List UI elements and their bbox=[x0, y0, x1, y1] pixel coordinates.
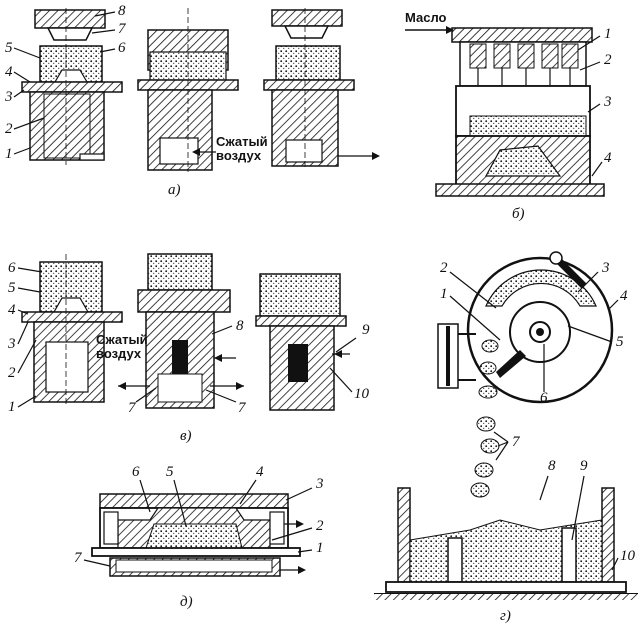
panel-v-air-label-line1: Сжатый bbox=[96, 332, 148, 347]
panel-v-machine-3 bbox=[255, 273, 350, 411]
panel-b-label-4: 4 bbox=[604, 150, 612, 166]
panel-d-label-4: 4 bbox=[256, 464, 264, 480]
panel-v-label-3: 3 bbox=[7, 336, 16, 352]
panel-a-label-7: 7 bbox=[118, 21, 127, 37]
panel-g-label-5: 5 bbox=[616, 334, 624, 350]
panel-a-label-1: 1 bbox=[5, 146, 13, 162]
panel-g-label-7: 7 bbox=[512, 434, 521, 450]
panel-d-label-1: 1 bbox=[316, 540, 324, 556]
panel-b: Масло 1 2 3 4 б) bbox=[405, 10, 612, 222]
panel-v-machine-1 bbox=[21, 254, 123, 404]
panel-v-label-7b: 7 bbox=[238, 400, 247, 416]
panel-a-machine-1 bbox=[21, 8, 123, 165]
panel-v-label-8: 8 bbox=[236, 318, 244, 334]
panel-v-label-5: 5 bbox=[8, 280, 16, 296]
panel-a-machine-2 bbox=[137, 8, 239, 172]
panel-g-label-3: 3 bbox=[601, 260, 610, 276]
panel-v: 6 5 4 3 2 1 Сжатый воздух 8 7 7 9 10 в) bbox=[7, 253, 370, 444]
panel-a-caption: а) bbox=[168, 182, 181, 198]
panel-g-label-6: 6 bbox=[540, 390, 548, 406]
panel-b-label-3: 3 bbox=[603, 94, 612, 110]
panel-a-air-label-line1: Сжатый bbox=[216, 134, 268, 149]
panel-d-label-5: 5 bbox=[166, 464, 174, 480]
panel-d-label-7: 7 bbox=[74, 550, 83, 566]
panel-v-label-4: 4 bbox=[8, 302, 16, 318]
panel-a-air-label-line2: воздух bbox=[216, 148, 262, 163]
panel-a-label-8: 8 bbox=[118, 3, 126, 19]
arrow-right-icon bbox=[298, 566, 306, 574]
panel-a-label-2: 2 bbox=[5, 121, 13, 137]
panel-g-label-1: 1 bbox=[440, 286, 448, 302]
panel-b-label-2: 2 bbox=[604, 52, 612, 68]
panel-d-label-3: 3 bbox=[315, 476, 324, 492]
panel-g-label-4: 4 bbox=[620, 288, 628, 304]
panel-a: 8 7 6 5 4 3 2 1 Сжатый воздух а) bbox=[4, 3, 380, 198]
panel-v-label-1: 1 bbox=[8, 399, 16, 415]
panel-v-label-7a: 7 bbox=[128, 400, 137, 416]
panel-g-label-9: 9 bbox=[580, 458, 588, 474]
panel-v-label-9: 9 bbox=[362, 322, 370, 338]
panel-a-label-6: 6 bbox=[118, 40, 126, 56]
panel-g-label-2: 2 bbox=[440, 260, 448, 276]
panel-g-label-8: 8 bbox=[548, 458, 556, 474]
panel-v-air-label-line2: воздух bbox=[96, 346, 142, 361]
panel-a-machine-3 bbox=[263, 8, 380, 170]
panel-b-oil-label: Масло bbox=[405, 10, 447, 25]
panel-a-label-5: 5 bbox=[5, 40, 13, 56]
panel-b-caption: б) bbox=[512, 206, 525, 222]
panel-g-flask bbox=[374, 487, 638, 600]
panel-g-caption: г) bbox=[500, 608, 511, 624]
panel-v-label-10: 10 bbox=[354, 386, 370, 402]
panel-v-caption: в) bbox=[180, 428, 192, 444]
panel-v-label-2: 2 bbox=[8, 365, 16, 381]
arrow-left-icon bbox=[192, 148, 200, 156]
panel-a-label-3: 3 bbox=[4, 89, 13, 105]
arrow-right-icon bbox=[446, 26, 454, 34]
panel-v-label-6: 6 bbox=[8, 260, 16, 276]
panel-d-label-6: 6 bbox=[132, 464, 140, 480]
panel-d: 6 5 4 3 2 1 7 д) bbox=[74, 464, 324, 610]
panel-d-label-2: 2 bbox=[316, 518, 324, 534]
panel-g: 2 1 3 4 5 6 7 8 9 10 г) bbox=[374, 251, 638, 624]
panel-a-label-4: 4 bbox=[5, 64, 13, 80]
panel-d-caption: д) bbox=[180, 594, 193, 610]
panel-v-machine-2 bbox=[118, 253, 244, 409]
panel-b-label-1: 1 bbox=[604, 26, 612, 42]
panel-b-springs bbox=[469, 43, 579, 118]
panel-g-label-10: 10 bbox=[620, 548, 636, 564]
